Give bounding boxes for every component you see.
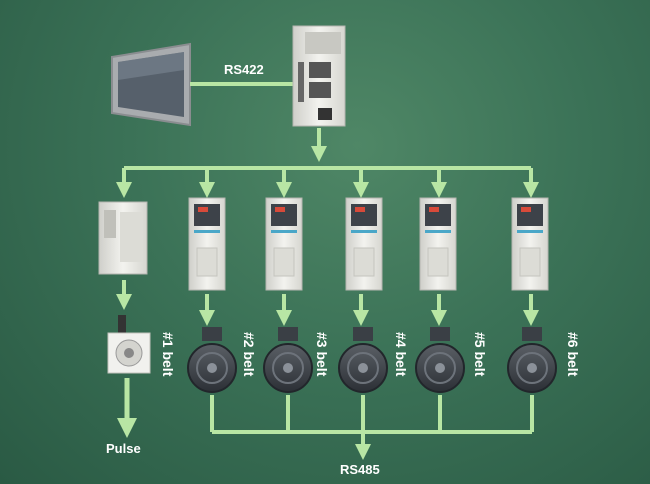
motor-arrows bbox=[116, 280, 539, 326]
pulse-label: Pulse bbox=[106, 441, 141, 456]
rs485-bus bbox=[212, 430, 532, 434]
belt-label-3: #3 belt bbox=[314, 332, 330, 377]
plc-controller-icon bbox=[292, 25, 346, 127]
inverter-icon bbox=[188, 197, 226, 291]
belt-label-5: #5 belt bbox=[472, 332, 488, 377]
induction-motors bbox=[187, 327, 557, 393]
servo-motor-icon bbox=[107, 315, 151, 374]
induction-motor-icon bbox=[187, 327, 237, 393]
rs485-drop-lines bbox=[210, 395, 534, 432]
induction-motor-icon bbox=[263, 327, 313, 393]
induction-motor-icon bbox=[415, 327, 465, 393]
belt-label-2: #2 belt bbox=[241, 332, 257, 377]
inverters bbox=[188, 197, 549, 291]
inverter-icon bbox=[511, 197, 549, 291]
induction-motor-icon bbox=[507, 327, 557, 393]
drive-arrows bbox=[116, 168, 539, 198]
inverter-icon bbox=[265, 197, 303, 291]
belt-label-4: #4 belt bbox=[393, 332, 409, 377]
hmi-touchscreen-icon bbox=[111, 42, 191, 127]
belt-label-1: #1 belt bbox=[160, 332, 176, 377]
rs422-label: RS422 bbox=[224, 62, 264, 77]
inverter-icon bbox=[345, 197, 383, 291]
servo-drive-icon bbox=[98, 201, 148, 275]
rs485-label: RS485 bbox=[340, 462, 380, 477]
inverter-icon bbox=[419, 197, 457, 291]
belt-label-6: #6 belt bbox=[565, 332, 581, 377]
induction-motor-icon bbox=[338, 327, 388, 393]
